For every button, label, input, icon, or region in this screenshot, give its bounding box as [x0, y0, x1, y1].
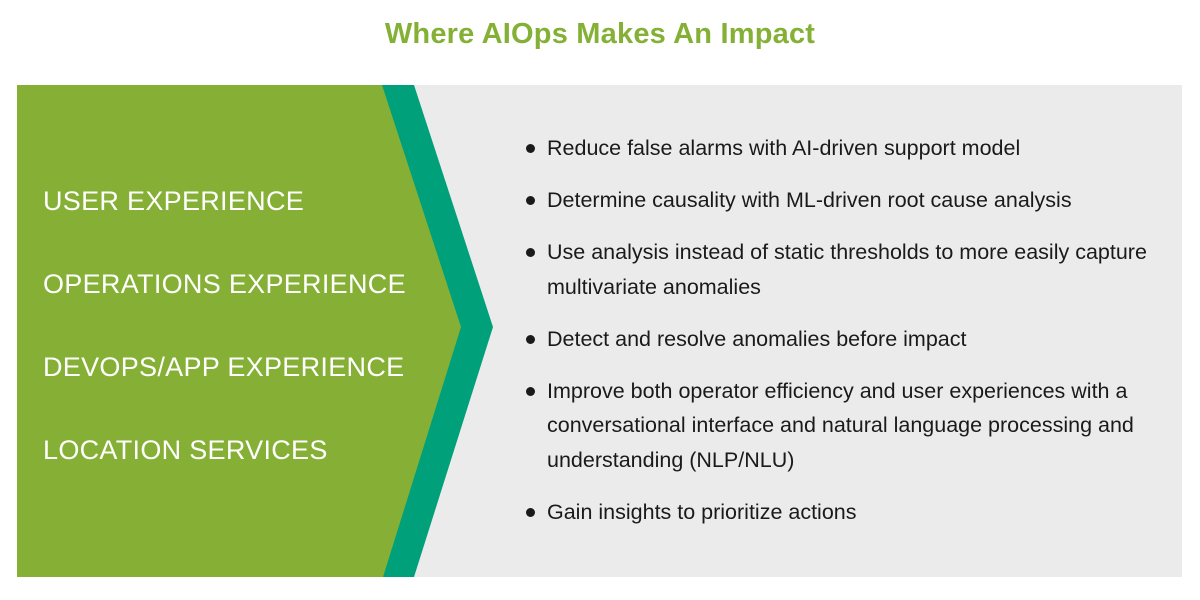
bullet-icon [526, 144, 535, 153]
category-operations-experience: OPERATIONS EXPERIENCE [43, 269, 406, 299]
bullet-icon [526, 507, 535, 517]
bullet-text: Use analysis instead of static threshold… [547, 240, 1147, 299]
category-location-services: LOCATION SERVICES [43, 435, 328, 465]
chevron-green-body [17, 85, 461, 577]
bullet-text: Detect and resolve anomalies before impa… [547, 326, 967, 351]
list-item: Determine causality with ML-driven root … [525, 183, 1165, 218]
list-item: Improve both operator efficiency and use… [525, 374, 1165, 478]
bullet-text: Reduce false alarms with AI-driven suppo… [547, 136, 1021, 160]
bullet-text: Gain insights to prioritize actions [547, 499, 857, 524]
bullet-icon [526, 386, 535, 396]
bullet-icon [526, 196, 535, 205]
category-user-experience: USER EXPERIENCE [43, 186, 305, 216]
bullet-icon [526, 248, 535, 257]
page-title: Where AIOps Makes An Impact [384, 18, 816, 50]
category-devops-app-experience: DEVOPS/APP EXPERIENCE [43, 352, 405, 382]
list-item: Use analysis instead of static threshold… [525, 235, 1165, 304]
list-item: Reduce false alarms with AI-driven suppo… [525, 131, 1165, 166]
bullet-text: Determine causality with ML-driven root … [547, 188, 1072, 212]
bullet-icon [526, 334, 535, 344]
bullet-text: Improve both operator efficiency and use… [547, 378, 1134, 472]
impact-bullet-list: Reduce false alarms with AI-driven suppo… [525, 131, 1165, 547]
list-item: Gain insights to prioritize actions [525, 495, 1165, 530]
list-item: Detect and resolve anomalies before impa… [525, 322, 1165, 357]
chevron-arrow-graphic [17, 85, 493, 577]
